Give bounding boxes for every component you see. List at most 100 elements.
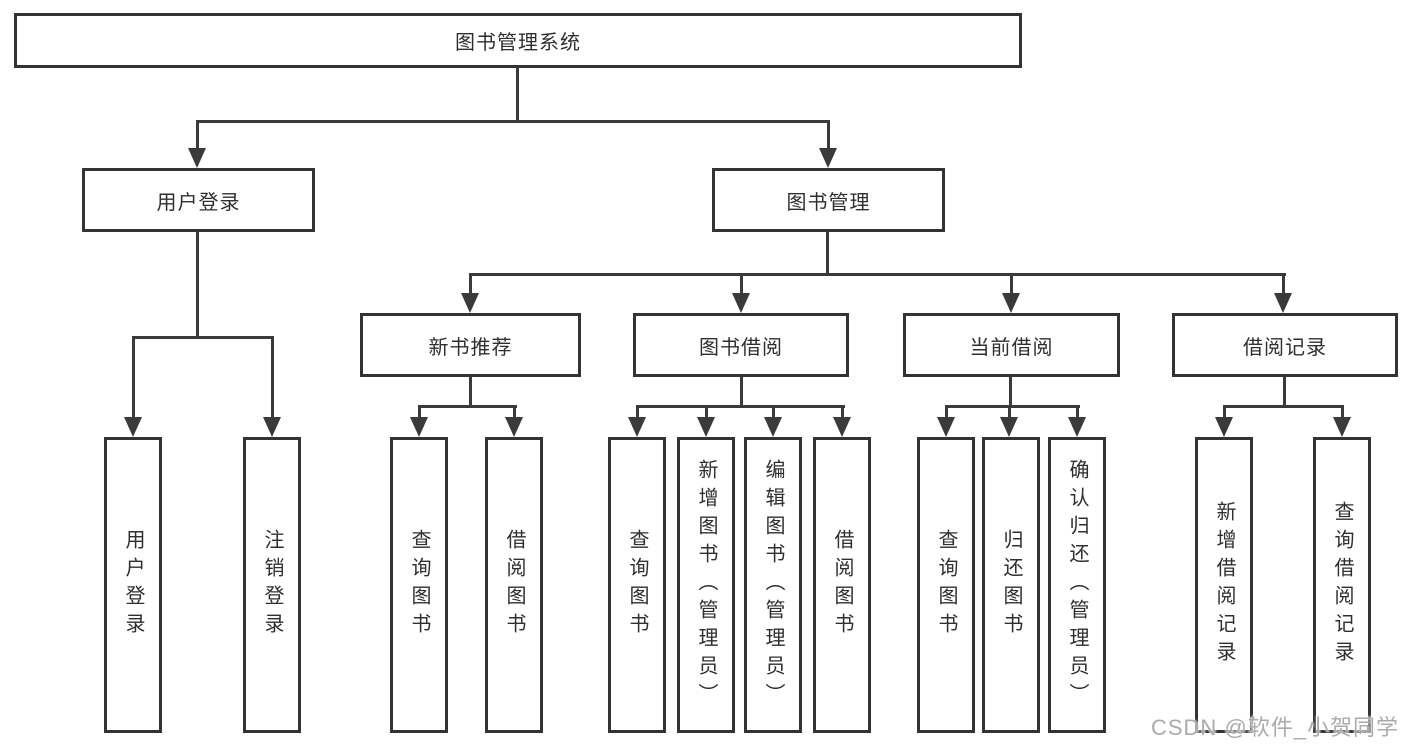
- leaf-label: 查询图书: [408, 529, 430, 641]
- leaf-label: 编辑图书（管理员）: [762, 459, 784, 711]
- arrow-shaft: [1281, 273, 1285, 297]
- leaf-logout: 注销登录: [243, 437, 301, 733]
- leaf-edit-book-admin: 编辑图书（管理员）: [744, 437, 802, 733]
- csdn-watermark: CSDN @软件_小贺同学: [1150, 715, 1399, 740]
- arrow-shaft: [771, 405, 775, 421]
- arrow-head-icon: [410, 417, 428, 437]
- connector-level3-rail: [469, 273, 1286, 276]
- leaf-query-books-current: 查询图书: [917, 437, 975, 733]
- arrow-shaft: [1222, 405, 1226, 421]
- arrow-shaft: [1075, 405, 1079, 421]
- connector-current-borrow-rail: [945, 405, 1080, 408]
- leaf-add-borrow-record: 新增借阅记录: [1195, 437, 1253, 733]
- leaf-label: 归还图书: [1000, 529, 1022, 641]
- leaf-label: 注销登录: [261, 529, 283, 641]
- arrow-shaft: [131, 336, 135, 421]
- leaf-label: 用户登录: [122, 529, 144, 641]
- arrow-head-icon: [1215, 417, 1233, 437]
- arrow-down-icon: [1068, 405, 1086, 437]
- leaf-label: 确认归还（管理员）: [1066, 459, 1088, 711]
- arrow-head-icon: [937, 417, 955, 437]
- leaf-user-login: 用户登录: [104, 437, 162, 733]
- arrow-shaft: [944, 405, 948, 421]
- arrow-down-icon: [697, 405, 715, 437]
- arrow-down-icon: [263, 336, 281, 437]
- arrow-down-icon: [819, 120, 837, 168]
- leaf-confirm-return-admin: 确认归还（管理员）: [1048, 437, 1106, 733]
- arrow-shaft: [635, 405, 639, 421]
- arrow-shaft: [195, 120, 199, 152]
- arrow-down-icon: [1215, 405, 1233, 437]
- node-new-book-recommend: 新书推荐: [360, 313, 581, 377]
- leaf-return-book: 归还图书: [982, 437, 1040, 733]
- arrow-down-icon: [764, 405, 782, 437]
- node-user-login: 用户登录: [82, 168, 315, 232]
- arrow-down-icon: [1000, 405, 1018, 437]
- arrow-shaft: [739, 273, 743, 297]
- arrow-shaft: [512, 405, 516, 421]
- arrow-head-icon: [628, 417, 646, 437]
- arrow-down-icon: [1333, 405, 1351, 437]
- connector-user-login-rail: [132, 336, 274, 339]
- arrow-head-icon: [461, 293, 479, 313]
- arrow-head-icon: [1002, 293, 1020, 313]
- arrow-head-icon: [833, 417, 851, 437]
- arrow-head-icon: [1000, 417, 1018, 437]
- leaf-borrow-books: 借阅图书: [813, 437, 871, 733]
- arrow-head-icon: [188, 148, 206, 168]
- arrow-head-icon: [819, 148, 837, 168]
- connector-current-borrow-stub: [1009, 377, 1012, 407]
- connector-borrow-records-stub: [1283, 377, 1286, 407]
- arrow-head-icon: [505, 417, 523, 437]
- arrow-down-icon: [188, 120, 206, 168]
- arrow-shaft: [1340, 405, 1344, 421]
- leaf-label: 借阅图书: [503, 529, 525, 641]
- arrow-head-icon: [263, 417, 281, 437]
- arrow-down-icon: [833, 405, 851, 437]
- arrow-down-icon: [124, 336, 142, 437]
- connector-book-borrow-stub: [740, 377, 743, 407]
- arrow-head-icon: [1333, 417, 1351, 437]
- arrow-down-icon: [628, 405, 646, 437]
- node-book-borrow: 图书借阅: [633, 313, 849, 377]
- arrow-shaft: [468, 273, 472, 297]
- arrow-down-icon: [505, 405, 523, 437]
- leaf-query-borrow-record: 查询借阅记录: [1313, 437, 1371, 733]
- node-borrow-records: 借阅记录: [1172, 313, 1398, 377]
- leaf-query-books-recommend: 查询图书: [390, 437, 448, 733]
- arrow-head-icon: [1068, 417, 1086, 437]
- leaf-label: 查询图书: [626, 529, 648, 641]
- leaf-label: 查询图书: [935, 529, 957, 641]
- leaf-borrow-books-recommend: 借阅图书: [485, 437, 543, 733]
- arrow-shaft: [1007, 405, 1011, 421]
- connector-new-book-stub: [469, 377, 472, 407]
- leaf-label: 查询借阅记录: [1331, 501, 1353, 669]
- connector-book-borrow-rail: [636, 405, 845, 408]
- arrow-shaft: [1009, 273, 1013, 297]
- arrow-head-icon: [1274, 293, 1292, 313]
- arrow-shaft: [270, 336, 274, 421]
- arrow-down-icon: [732, 273, 750, 313]
- arrow-shaft: [417, 405, 421, 421]
- arrow-down-icon: [1002, 273, 1020, 313]
- arrow-head-icon: [764, 417, 782, 437]
- leaf-label: 新增借阅记录: [1213, 501, 1235, 669]
- arrow-down-icon: [1274, 273, 1292, 313]
- arrow-head-icon: [697, 417, 715, 437]
- arrow-down-icon: [461, 273, 479, 313]
- arrow-head-icon: [732, 293, 750, 313]
- leaf-label: 借阅图书: [831, 529, 853, 641]
- connector-borrow-records-rail: [1223, 405, 1344, 408]
- node-book-management: 图书管理: [712, 168, 945, 232]
- connector-root-stub: [516, 68, 519, 122]
- node-current-borrow: 当前借阅: [903, 313, 1120, 377]
- connector-book-mgmt-stub: [826, 232, 829, 275]
- connector-user-login-stub: [196, 232, 199, 338]
- arrow-shaft: [826, 120, 830, 152]
- arrow-shaft: [704, 405, 708, 421]
- arrow-down-icon: [410, 405, 428, 437]
- arrow-head-icon: [124, 417, 142, 437]
- arrow-down-icon: [937, 405, 955, 437]
- leaf-query-books-borrow: 查询图书: [608, 437, 666, 733]
